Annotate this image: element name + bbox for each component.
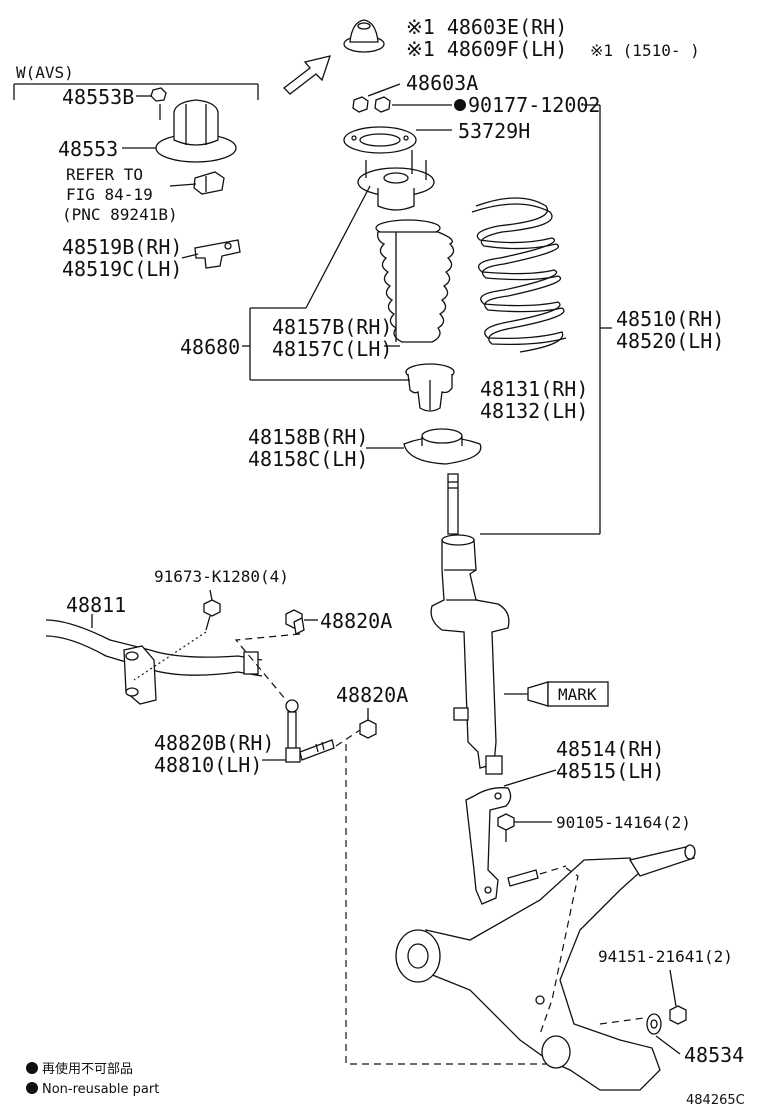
lower-insulator-part[interactable] [403,428,482,465]
label-48158c[interactable]: 48158C(LH) [248,447,368,471]
link-bracket-part[interactable] [465,787,539,905]
mark-label: MARK [558,685,597,704]
stabilizer-link-part[interactable] [285,699,335,763]
label-48158b[interactable]: 48158B(RH) [248,425,368,449]
wire-clamp-part[interactable] [194,239,241,269]
label-48553[interactable]: 48553 [58,137,118,161]
label-48510[interactable]: 48510(RH) [616,307,724,331]
label-48514[interactable]: 48514(RH) [556,737,664,761]
bracket-48510 [480,104,612,535]
bolt-94151-part[interactable] [669,1005,687,1025]
label-90177[interactable]: 90177-12002 [468,93,600,117]
stabilizer-bar-part[interactable] [45,619,263,705]
leader-48519 [181,253,199,259]
label-48519b[interactable]: 48519B(RH) [62,235,182,259]
nut-48820a-upper-part[interactable] [285,609,305,635]
non-reusable-dot-90177 [454,99,466,111]
nut-48603a-part[interactable] [352,96,391,113]
label-48534[interactable]: 48534 [684,1043,744,1067]
label-48609f[interactable]: ※1 48609F(LH) [406,37,567,61]
legend-dot-jp [26,1062,38,1074]
label-note1: ※1 (1510- ) [590,41,700,60]
dashed-nut-lower [335,729,361,747]
bellows-part[interactable] [375,219,455,343]
leader-48534 [655,1035,681,1055]
dashed-bracket [539,865,567,875]
leader-48514 [503,769,557,787]
bolt-91673-part[interactable] [203,599,221,631]
leader-91673-tag [209,589,213,601]
legend-jp: 再使用不可部品 [42,1061,133,1077]
label-48603e[interactable]: ※1 48603E(RH) [406,15,567,39]
label-48131[interactable]: 48131(RH) [480,377,588,401]
leader-94151 [669,969,677,1007]
bracket-48680 [242,185,410,381]
label-48132[interactable]: 48132(LH) [480,399,588,423]
label-wavs: W(AVS) [16,63,74,82]
shock-absorber-part[interactable] [430,473,510,775]
label-48811[interactable]: 48811 [66,593,126,617]
label-refer-1: REFER TO [66,165,143,184]
label-48157b[interactable]: 48157B(RH) [272,315,392,339]
bound-stopper-part[interactable] [405,363,455,412]
avs-nut-part[interactable] [150,87,167,102]
leader-48603a [367,83,401,97]
label-48820a-1[interactable]: 48820A [320,609,392,633]
legend-dot-en [26,1082,38,1094]
avs-bracket-lines [13,83,259,100]
label-refer-3[interactable]: (PNC 89241B) [62,205,178,224]
nut-48820a-lower-part[interactable] [359,719,377,739]
seal-53729h-part[interactable] [343,126,417,154]
direction-arrow [283,55,331,95]
label-53729h[interactable]: 53729H [458,119,530,143]
avs-connector-part[interactable] [193,171,225,195]
label-90105[interactable]: 90105-14164(2) [556,813,691,832]
upper-cap-part[interactable] [343,19,385,53]
dashed-link-stab [234,633,301,701]
label-refer-2[interactable]: FIG 84-19 [66,185,153,204]
dashed-link-arm [345,744,552,1065]
label-48515[interactable]: 48515(LH) [556,759,664,783]
mark-callout: MARK [504,681,609,707]
lower-arm-part[interactable] [395,844,696,1091]
label-48519c[interactable]: 48519C(LH) [62,257,182,281]
label-48820b[interactable]: 48820B(RH) [154,731,274,755]
dashed-arm-2 [599,1017,645,1025]
label-48157c[interactable]: 48157C(LH) [272,337,392,361]
label-48603a[interactable]: 48603A [406,71,478,95]
dashed-arm-1 [539,867,579,1035]
avs-actuator-part[interactable] [155,99,237,163]
legend-en: Non-reusable part [42,1082,159,1097]
bolt-90105-part[interactable] [497,813,515,842]
label-48520[interactable]: 48520(LH) [616,329,724,353]
leader-refer [169,183,197,187]
label-48680[interactable]: 48680 [180,335,240,359]
label-91673[interactable]: 91673-K1280(4) [154,567,289,586]
label-48820a-2[interactable]: 48820A [336,683,408,707]
upper-support-part[interactable] [357,150,435,211]
label-94151[interactable]: 94151-21641(2) [598,947,733,966]
label-48810[interactable]: 48810(LH) [154,753,262,777]
coil-spring-part[interactable] [471,197,567,353]
washer-48534-part[interactable] [646,1013,662,1035]
figure-id: 484265C [686,1093,745,1108]
label-48553b[interactable]: 48553B [62,85,134,109]
